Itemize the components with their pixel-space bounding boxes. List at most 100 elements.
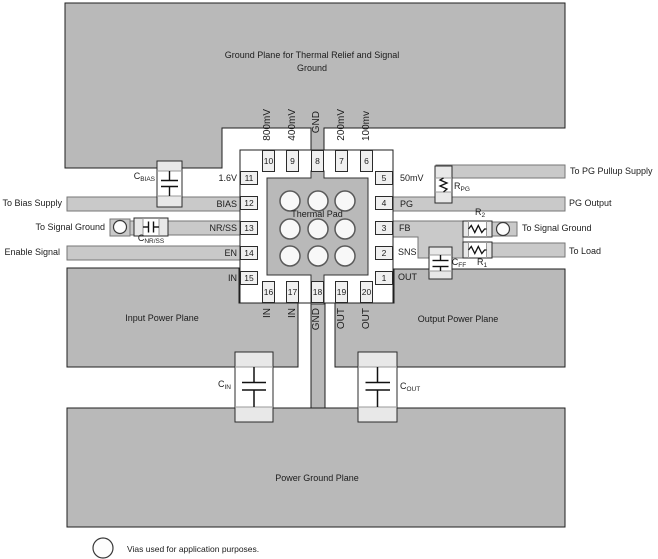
via-icon xyxy=(279,190,301,212)
pin-label-400mv: 400mV xyxy=(287,109,298,141)
c-in-component xyxy=(234,351,274,423)
pin-label-50mv: 50mV xyxy=(400,173,424,183)
pin-box-14: 14 xyxy=(240,246,258,260)
pin-label-gnd-18: GND xyxy=(311,308,322,331)
pin-label-200mv: 200mV xyxy=(336,109,347,141)
via-icon xyxy=(307,218,329,240)
enable-signal-label: Enable Signal xyxy=(4,247,60,257)
to-load-trace xyxy=(491,242,566,258)
pin-box-11: 11 xyxy=(240,171,258,185)
pin-box-5: 5 xyxy=(375,171,393,185)
resistor-symbol-icon xyxy=(438,177,449,193)
via-icon xyxy=(279,245,301,267)
pin-number: 16 xyxy=(263,287,274,297)
to-load-label: To Load xyxy=(569,246,602,256)
via-icon xyxy=(495,221,511,237)
pin-box-6: 6 xyxy=(360,150,373,172)
pin-box-16: 16 xyxy=(262,281,275,303)
r2-label: R2 xyxy=(474,207,486,219)
pin-box-12: 12 xyxy=(240,196,258,210)
r-pg-component xyxy=(434,165,453,204)
pin-number: 12 xyxy=(244,198,254,208)
pin-number: 11 xyxy=(244,173,254,183)
pg-output-label: PG Output xyxy=(569,198,612,208)
pin-box-15: 15 xyxy=(240,271,258,285)
via-icon xyxy=(334,245,356,267)
power-ground-plane-label: Power Ground Plane xyxy=(275,473,359,483)
capacitor-symbol-icon xyxy=(242,367,266,407)
pin-label-in: IN xyxy=(228,273,237,283)
pin-number: 7 xyxy=(339,156,344,166)
input-plane-label: Input Power Plane xyxy=(125,313,199,323)
r1-label: R1 xyxy=(476,257,488,269)
capacitor-symbol-icon xyxy=(161,171,178,196)
via-icon xyxy=(307,245,329,267)
c-bias-label: CBIAS xyxy=(133,171,155,183)
pin-number: 4 xyxy=(381,198,387,208)
pin-label-out: OUT xyxy=(398,272,417,282)
pin-box-7: 7 xyxy=(335,150,348,172)
c-out-label: COUT xyxy=(400,381,421,393)
pin-box-10: 10 xyxy=(262,150,275,172)
pin-box-20: 20 xyxy=(360,281,373,303)
pin-number: 15 xyxy=(244,273,254,283)
legend-via-icon xyxy=(92,537,114,559)
c-ff-component xyxy=(428,246,453,280)
pin-box-1: 1 xyxy=(375,271,393,285)
to-signal-ground-right-label: To Signal Ground xyxy=(522,223,592,233)
via-icon xyxy=(112,219,128,235)
pin-box-4: 4 xyxy=(375,196,393,210)
en-trace xyxy=(66,245,241,261)
via-legend-note: Vias used for application purposes. xyxy=(127,544,260,554)
to-signal-ground-left-label: To Signal Ground xyxy=(35,222,105,232)
output-plane-label: Output Power Plane xyxy=(417,314,499,324)
pin-label-gnd-top: GND xyxy=(311,110,322,133)
r-pg-label: RPG xyxy=(454,181,470,193)
top-ground-plane xyxy=(64,2,566,169)
pin-box-13: 13 xyxy=(240,221,258,235)
resistor-symbol-icon xyxy=(467,245,487,255)
pin-number: 19 xyxy=(336,287,347,297)
pin-number: 13 xyxy=(244,223,254,233)
pin-label-bias: BIAS xyxy=(216,199,237,209)
pin-label-in-17: IN xyxy=(287,308,298,318)
pin-box-2: 2 xyxy=(375,246,393,260)
pin-box-19: 19 xyxy=(335,281,348,303)
capacitor-symbol-icon xyxy=(432,255,449,271)
top-plane-title-line2: Ground xyxy=(296,63,328,73)
pin-number: 9 xyxy=(290,156,295,166)
pin-box-3: 3 xyxy=(375,221,393,235)
pin-number: 20 xyxy=(361,287,372,297)
c-nrss-component xyxy=(133,217,169,237)
pin-number: 18 xyxy=(312,287,323,297)
c-in-label: CIN xyxy=(218,379,231,391)
pin-box-8: 8 xyxy=(311,150,324,172)
c-out-component xyxy=(357,351,398,423)
pin-label-sns: SNS xyxy=(398,247,417,257)
pin-label-1v6: 1.6V xyxy=(218,173,237,183)
via-icon xyxy=(307,190,329,212)
pin-number: 10 xyxy=(263,156,274,166)
pin-number: 1 xyxy=(381,273,387,283)
via-icon xyxy=(334,218,356,240)
pin-label-800mv: 800mV xyxy=(262,109,273,141)
c-nrss-label: CNR/SS xyxy=(137,233,165,245)
pin-label-fb: FB xyxy=(399,223,411,233)
c-bias-component xyxy=(156,160,183,208)
pin-label-100mv: 100mv xyxy=(361,110,372,141)
pin-label-en: EN xyxy=(224,248,237,258)
thermal-pad-label: Thermal Pad xyxy=(291,209,343,219)
pin-label-nrss: NR/SS xyxy=(209,223,237,233)
pin-number: 3 xyxy=(381,223,387,233)
pin-number: 8 xyxy=(315,156,320,166)
capacitor-symbol-icon xyxy=(365,367,390,407)
pin-label-in-16: IN xyxy=(262,308,273,318)
via-icon xyxy=(279,218,301,240)
pin-number: 17 xyxy=(287,287,298,297)
to-bias-supply-label: To Bias Supply xyxy=(2,198,62,208)
resistor-symbol-icon xyxy=(467,224,487,234)
pin-box-9: 9 xyxy=(286,150,299,172)
pin-box-17: 17 xyxy=(286,281,299,303)
